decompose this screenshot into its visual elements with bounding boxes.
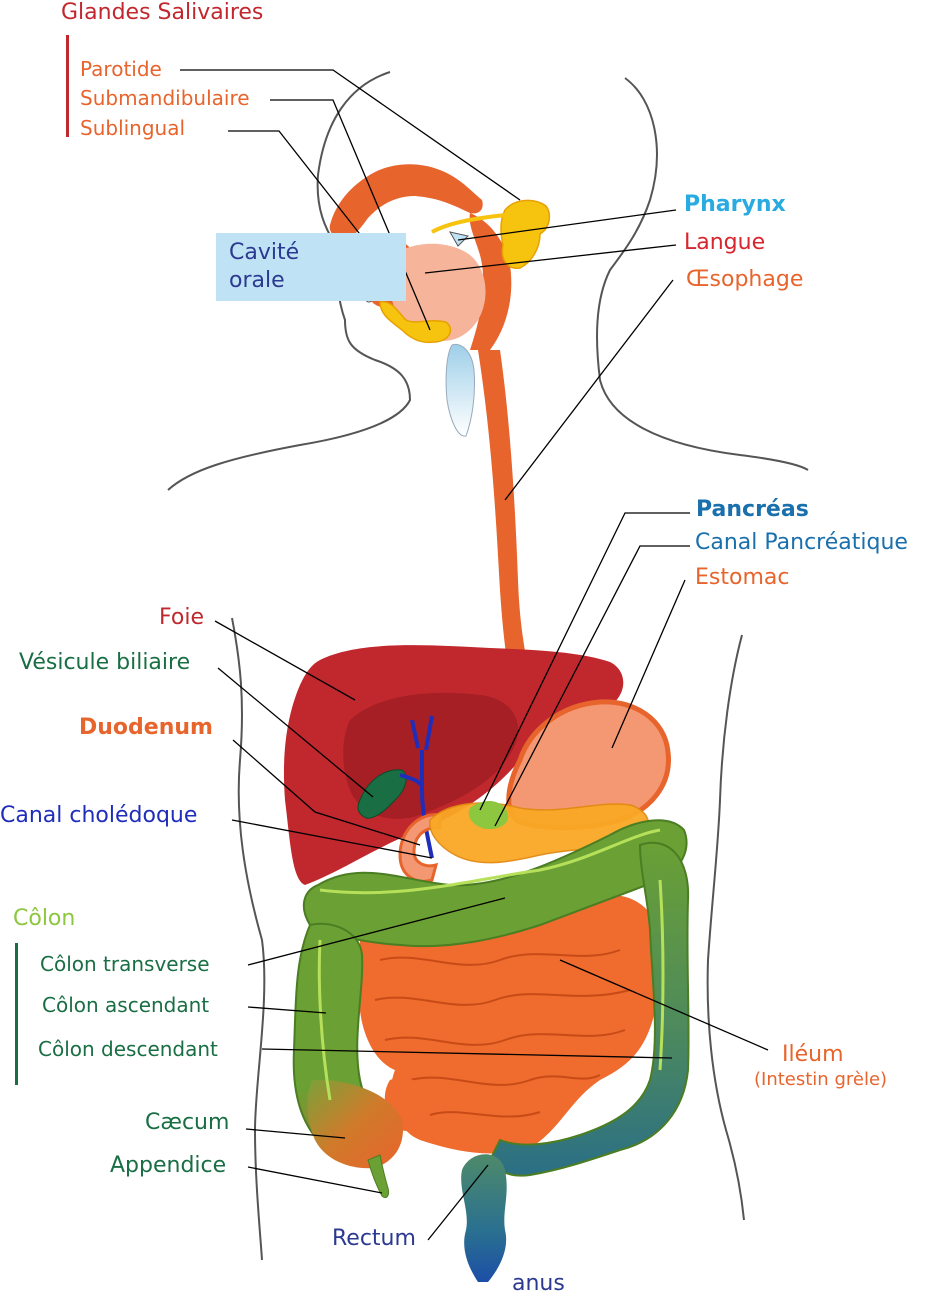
label-pancreatic-duct: Canal Pancréatique (695, 530, 908, 555)
label-oral-cavity-line2: orale (229, 268, 285, 293)
label-appendix: Appendice (110, 1153, 227, 1178)
body-outline (167, 71, 809, 1261)
colon-group-bar (15, 943, 18, 1085)
gallbladder-shape (357, 769, 407, 819)
oral-cavity-box (216, 233, 406, 301)
pharynx-tip (449, 231, 469, 247)
small-intestine-illustration (359, 894, 664, 1154)
colon-illustration (292, 819, 690, 1199)
label-gallbladder: Vésicule biliaire (19, 650, 191, 675)
label-stomach: Estomac (695, 565, 790, 590)
trachea (445, 343, 475, 437)
tongue-shape (387, 243, 486, 341)
label-ileum: Iléum (782, 1042, 844, 1067)
label-ascending-colon: Côlon ascendant (42, 993, 210, 1017)
label-tongue: Langue (684, 230, 766, 255)
label-salivary-glands: Glandes Salivaires (61, 0, 264, 25)
label-transverse-colon: Côlon transverse (40, 952, 210, 976)
label-duodenum: Duodenum (79, 715, 213, 740)
label-bile-duct: Canal cholédoque (0, 803, 198, 828)
salivary-group-bar (66, 35, 69, 137)
pancreas-head (468, 800, 509, 830)
label-rectum: Rectum (332, 1226, 416, 1251)
label-pharynx: Pharynx (684, 192, 786, 217)
label-liver: Foie (159, 605, 204, 630)
label-cecum: Cæcum (145, 1110, 230, 1135)
palate-shape (329, 164, 483, 240)
label-sublingual: Sublingual (80, 116, 186, 140)
cecum-shape (307, 1079, 403, 1169)
label-ileum-sub: (Intestin grèle) (754, 1069, 888, 1090)
label-anus: anus (512, 1271, 565, 1296)
label-oral-cavity-line1: Cavité (229, 240, 300, 265)
descending-colon-shape (488, 841, 690, 1177)
rectum-shape (461, 1154, 507, 1282)
parotid-duct (431, 213, 506, 234)
label-esophagus: Œsophage (686, 267, 804, 292)
appendix-shape (367, 1154, 389, 1199)
label-submandibular: Submandibulaire (80, 86, 250, 110)
label-parotid: Parotide (80, 57, 162, 81)
label-colon: Côlon (13, 906, 76, 931)
submandibular-gland (379, 301, 452, 344)
parotid-gland (500, 199, 551, 269)
esophagus-shape (478, 350, 540, 716)
label-pancreas: Pancréas (696, 497, 809, 522)
bile-duct-tree (399, 715, 434, 859)
duodenum-shape (398, 813, 442, 883)
label-descending-colon: Côlon descendant (38, 1037, 218, 1061)
